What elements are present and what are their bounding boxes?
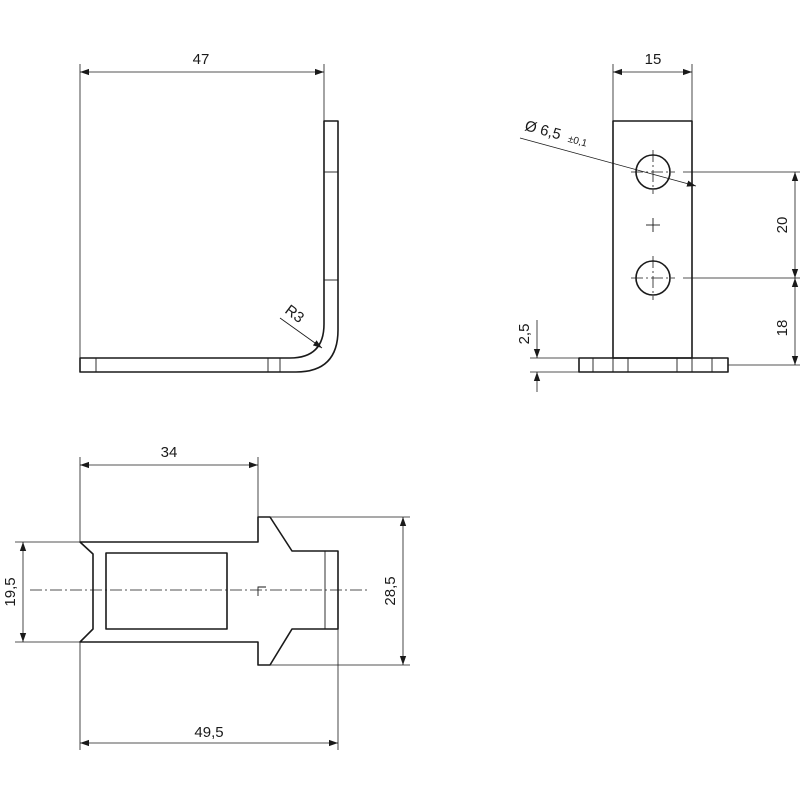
dim-hole-spacing: 20: [774, 217, 791, 234]
dim-bottom-width: 34: [161, 444, 178, 461]
dim-bend-radius: R3: [282, 302, 308, 327]
dim-hole-height: 18: [774, 320, 791, 337]
bracket-outline: [79, 516, 339, 666]
bracket-window: [105, 552, 228, 630]
orientation-mark: [257, 586, 266, 596]
side-plate: [612, 120, 693, 359]
side-base: [578, 357, 729, 373]
dim-top-width: 47: [193, 51, 210, 68]
dim-hole-diameter: Ø 6,5: [523, 117, 563, 143]
dim-inner-height: 19,5: [2, 577, 19, 606]
dim-base-thickness: 2,5: [516, 324, 533, 345]
svg-text:Ø 6,5 ±0,1: Ø 6,5 ±0,1: [523, 117, 590, 150]
bracket-profile: [79, 120, 339, 373]
bottom-view: 34 49,5 19,5 28,5: [2, 444, 410, 750]
side-view: 15 Ø 6,5 ±0,1 20 18 2,5: [516, 51, 800, 392]
diameter-leader: [519, 137, 697, 187]
dim-outer-height: 28,5: [382, 576, 399, 605]
dim-bottom-length: 49,5: [194, 724, 223, 741]
dim-side-width: 15: [645, 51, 662, 68]
front-view: 47 R3: [79, 51, 339, 373]
radius-leader: [279, 317, 323, 349]
dim-hole-tolerance: ±0,1: [567, 134, 589, 150]
